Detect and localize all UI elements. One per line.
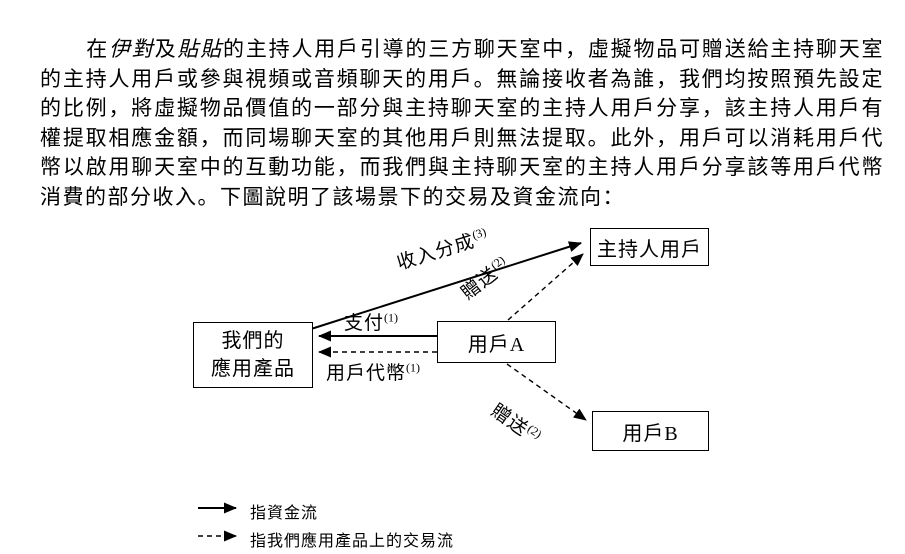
paragraph-text: 在: [86, 37, 109, 61]
paragraph-text: 的主持人用戶引導的三方聊天室中，虛擬物品可贈送給主持聊天室的主持人用戶或參與視頻…: [40, 37, 885, 209]
flow-label-pay: 支付(1): [344, 308, 398, 335]
flow-label-sup: (3): [470, 224, 488, 243]
node-label: 應用產品: [211, 358, 295, 380]
app-name-tietie: 貼貼: [177, 37, 224, 61]
flow-label-user-tokens: 用戶代幣(1): [326, 358, 420, 385]
flow-label-text: 收入分成: [394, 230, 478, 275]
flow-label-gift-to-host: 贈送(2): [455, 251, 514, 306]
node-user-a: 用戶A: [437, 321, 556, 363]
paragraph-text: 及: [154, 37, 178, 61]
legend-solid-label: 指資金流: [250, 505, 319, 522]
flow-label-gift-to-userb: 贈送(2): [486, 396, 546, 449]
app-name-yidui: 伊對: [109, 37, 155, 61]
flow-label-sup: (1): [406, 360, 421, 375]
flow-label-text: 用戶代幣: [326, 363, 407, 384]
node-our-product: 我們的 應用產品: [193, 322, 313, 388]
node-user-b: 用戶B: [592, 411, 709, 451]
node-label: 我們的: [221, 330, 285, 352]
node-label: 主持人用戶: [597, 238, 702, 261]
node-label: 用戶A: [467, 333, 526, 356]
node-label: 用戶B: [622, 422, 679, 445]
legend-dashed-label: 指我們應用產品上的交易流: [250, 533, 455, 550]
gift-to-host-arrow: [507, 253, 584, 321]
body-paragraph: 在伊對及貼貼的主持人用戶引導的三方聊天室中，虛擬物品可贈送給主持聊天室的主持人用…: [40, 35, 884, 212]
flow-label-sup: (1): [384, 310, 399, 325]
node-host-user: 主持人用戶: [590, 228, 709, 266]
flow-label-text: 支付: [344, 313, 385, 334]
flow-label-text: 贈送: [486, 400, 532, 441]
